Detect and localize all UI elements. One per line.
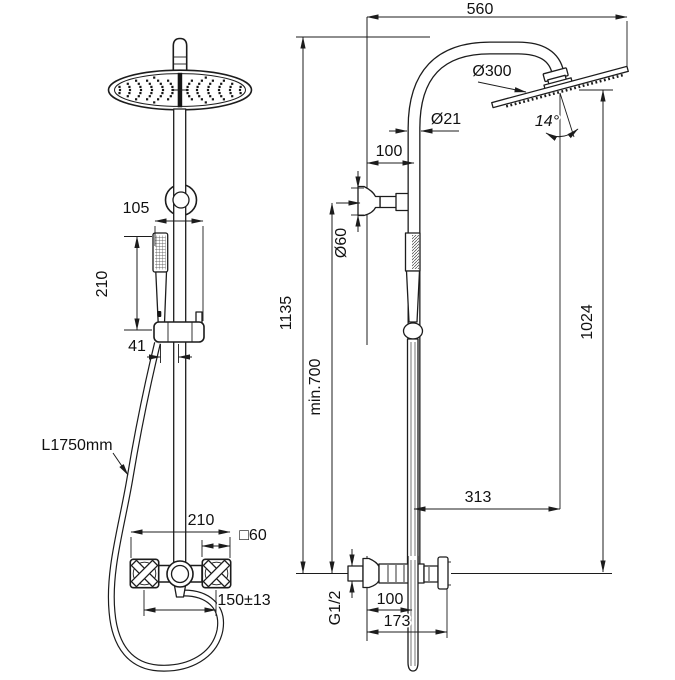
handshower-hose — [107, 342, 225, 672]
hand-shower-button — [157, 311, 162, 317]
riser-pipe-top-cap — [172, 37, 188, 73]
dim-handshower-length: 210 — [94, 271, 111, 298]
dim-head-angle: 14° — [535, 113, 560, 130]
dim-mixer-width: 210 — [188, 512, 215, 529]
rain-head-front — [107, 69, 253, 111]
dim-head-diameter: Ø300 — [472, 63, 511, 80]
side-view — [296, 17, 629, 672]
dim-hose-length: L1750mm — [41, 437, 112, 454]
dim-handle-size: □60 — [239, 527, 267, 544]
dim-min-height: min.700 — [307, 358, 324, 415]
mixer-front — [129, 558, 232, 598]
dim-bracket-width: 105 — [123, 200, 150, 217]
dimensions-front: 105 210 41 L1750mm 210 □60 150±13 — [40, 198, 272, 616]
hand-shower-front — [152, 232, 169, 324]
head-plate — [491, 65, 629, 109]
dim-mixer-offset: 100 — [377, 591, 404, 608]
mixer-escutcheon — [362, 557, 380, 589]
wall-bracket-side — [357, 185, 410, 217]
rain-head-side — [491, 65, 629, 109]
dim-head-offset: 313 — [465, 489, 492, 506]
nozzle-dots — [118, 76, 242, 104]
dim-bracket-diameter: Ø60 — [333, 228, 350, 258]
slider-bracket-side — [402, 322, 424, 340]
dim-axis-offset: 41 — [128, 338, 146, 355]
dim-mixer-depth: 173 — [384, 613, 411, 630]
dim-pipe-diameter: Ø21 — [431, 111, 461, 128]
hand-shower-side — [402, 232, 424, 564]
hose-drop-side — [407, 556, 419, 672]
mixer-handle-left — [129, 558, 160, 589]
head-nozzle-row — [505, 73, 626, 108]
dim-total-height: 1135 — [278, 296, 295, 331]
inlet-nipple — [347, 565, 364, 582]
mixer-side — [296, 556, 612, 672]
mixer-handle-right — [201, 558, 232, 589]
wall-bracket-ring-inner — [172, 191, 190, 209]
dim-inlet-distance: 150±13 — [217, 592, 270, 609]
dim-thread: G1/2 — [327, 591, 344, 626]
dim-reach: 560 — [467, 1, 494, 18]
slider-bracket-front — [153, 311, 205, 343]
mixer-handle-side — [437, 556, 449, 590]
dimensions-side: 560 1135 min.700 1024 14° 313 Ø300 Ø21 1… — [276, 0, 628, 638]
mixer-hub-inner — [170, 564, 190, 584]
dim-head-height: 1024 — [579, 304, 596, 340]
dim-bracket-offset: 100 — [376, 143, 403, 160]
riser-pipe-side — [407, 41, 565, 564]
